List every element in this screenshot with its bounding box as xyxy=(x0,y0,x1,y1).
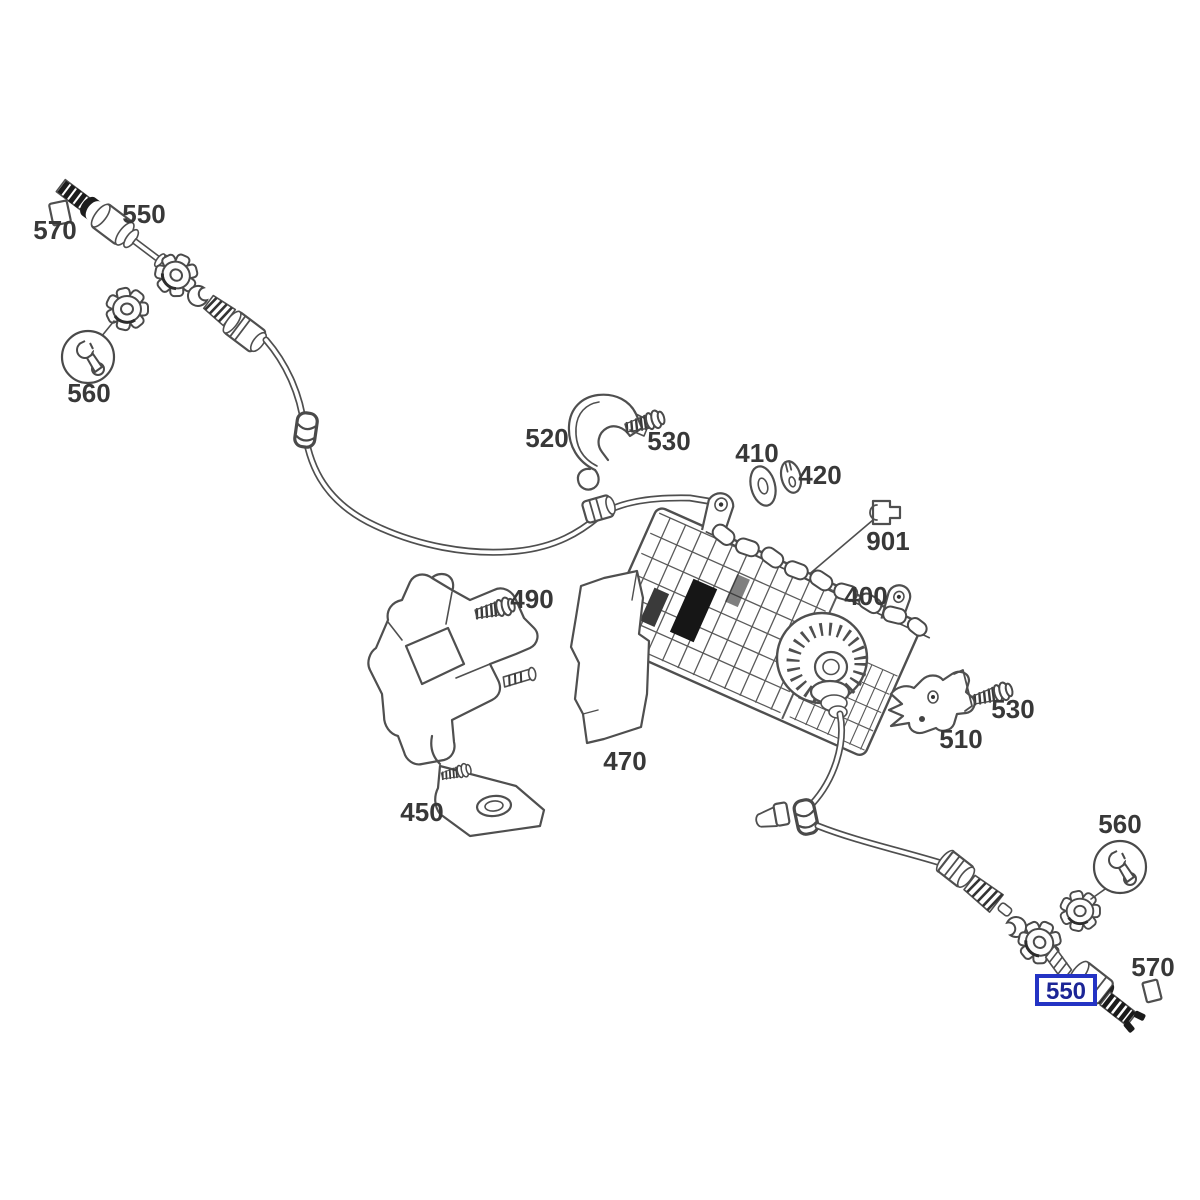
washer-420 xyxy=(779,460,803,494)
callout-530-lower[interactable]: 530 xyxy=(991,694,1034,724)
callout-520[interactable]: 520 xyxy=(525,423,568,453)
highlight-box[interactable] xyxy=(1035,974,1097,1006)
callout-550-rear[interactable]: 550 xyxy=(1046,978,1086,1005)
cable-end-ring xyxy=(80,196,101,220)
front-cable-housing xyxy=(262,336,712,556)
actuator-slot-dark xyxy=(669,578,718,643)
housing-grommet xyxy=(292,410,320,450)
square-clip-icon xyxy=(48,199,72,227)
callout-560-front[interactable]: 560 xyxy=(67,378,110,408)
callout-570-rear[interactable]: 570 xyxy=(1131,952,1174,982)
connector-plug-icon xyxy=(869,499,902,526)
cable-barrel xyxy=(90,203,140,249)
washer-410 xyxy=(749,465,777,507)
rear-cable-housing xyxy=(755,710,948,868)
bracket-bolt xyxy=(502,666,537,688)
callout-490[interactable]: 490 xyxy=(510,584,553,614)
callout-550-front[interactable]: 550 xyxy=(122,199,165,229)
wrench-icon xyxy=(1094,841,1146,893)
callout-420[interactable]: 420 xyxy=(798,460,841,490)
actuator-spindle-links xyxy=(705,523,931,639)
bracket-450 xyxy=(367,572,546,838)
leader-line xyxy=(100,320,115,338)
callout-labels: 570 550 560 520 530 410 420 901 400 490 … xyxy=(33,199,1175,1006)
housing-bracket-fitting xyxy=(755,801,791,828)
callout-510[interactable]: 510 xyxy=(939,724,982,754)
rear-cable-assembly xyxy=(935,841,1163,1033)
callout-410[interactable]: 410 xyxy=(735,438,778,468)
highlighted-callout-550[interactable]: 550 xyxy=(1035,974,1097,1006)
threaded-section xyxy=(202,294,237,327)
housing-end-fitting xyxy=(222,310,267,353)
leader-line-901 xyxy=(799,519,874,583)
callout-450[interactable]: 450 xyxy=(400,797,443,827)
clamp-520 xyxy=(567,393,651,491)
motor-fins xyxy=(786,622,868,704)
callout-901[interactable]: 901 xyxy=(866,526,909,556)
threaded-section xyxy=(963,874,1004,913)
square-clip-icon xyxy=(1141,978,1163,1004)
callout-470[interactable]: 470 xyxy=(603,746,646,776)
shield-470 xyxy=(569,569,651,745)
cable-end-stripe-pattern xyxy=(57,180,92,212)
front-cable-assembly xyxy=(48,178,267,383)
cable-end-threads xyxy=(1099,991,1146,1033)
callout-530-upper[interactable]: 530 xyxy=(647,426,690,456)
callout-570-front[interactable]: 570 xyxy=(33,215,76,245)
wrench-icon xyxy=(62,331,114,383)
callout-560-rear[interactable]: 560 xyxy=(1098,809,1141,839)
callout-400[interactable]: 400 xyxy=(844,581,887,611)
housing-fitting xyxy=(581,494,616,524)
